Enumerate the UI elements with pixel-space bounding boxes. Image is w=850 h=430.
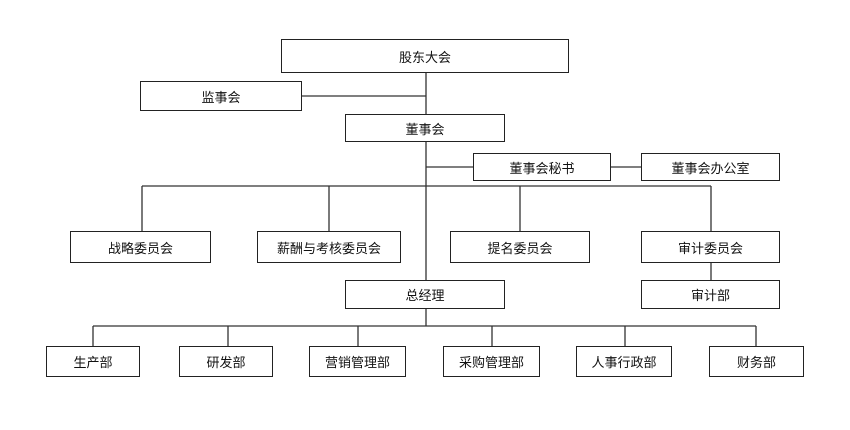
node-marketing-dept: 营销管理部 xyxy=(309,346,406,377)
node-general-manager: 总经理 xyxy=(345,280,505,309)
node-strategy-committee: 战略委员会 xyxy=(70,231,211,263)
node-procurement-dept: 采购管理部 xyxy=(443,346,540,377)
node-nomination-committee: 提名委员会 xyxy=(450,231,590,263)
node-board-office: 董事会办公室 xyxy=(641,153,780,181)
node-hr-admin-dept: 人事行政部 xyxy=(576,346,672,377)
node-rnd-dept: 研发部 xyxy=(179,346,273,377)
node-production-dept: 生产部 xyxy=(46,346,140,377)
node-supervisory-board: 监事会 xyxy=(140,81,302,111)
node-board-secretary: 董事会秘书 xyxy=(473,153,611,181)
node-compensation-committee: 薪酬与考核委员会 xyxy=(257,231,401,263)
node-audit-committee: 审计委员会 xyxy=(641,231,780,263)
node-board: 董事会 xyxy=(345,114,505,142)
node-shareholders: 股东大会 xyxy=(281,39,569,73)
node-finance-dept: 财务部 xyxy=(709,346,804,377)
node-audit-dept: 审计部 xyxy=(641,280,780,309)
